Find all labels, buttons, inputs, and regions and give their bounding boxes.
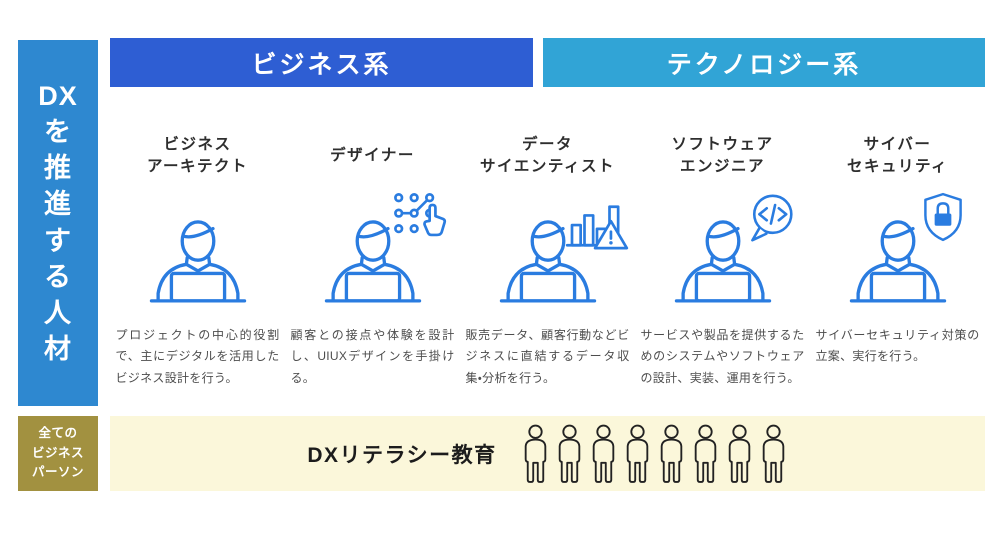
sidebar-char: 進 <box>44 189 72 220</box>
standing-person-icon <box>694 424 716 483</box>
main-area: ビジネス系 テクノロジー系 ビジネス アーキテクト プロジェクトの中心的役割で、… <box>110 38 985 389</box>
standing-person-icon <box>524 424 546 483</box>
role-columns: ビジネス アーキテクト プロジェクトの中心的役割で、主にデジタルを活用したビジネ… <box>110 133 985 389</box>
standing-person-icon <box>762 424 784 483</box>
all-business-persons-box: 全ての ビジネス パーソン <box>18 416 98 491</box>
role-description: 顧客との接点や体験を設計し、UIUXデザインを手掛ける。 <box>290 328 455 385</box>
people-row <box>521 424 788 484</box>
person-laptop-icon <box>849 220 946 303</box>
role-icon <box>460 191 635 309</box>
role-icon <box>810 191 985 309</box>
dx-literacy-label: DXリテラシー教育 <box>307 443 497 467</box>
role-column-data-scientist: データ サイエンティスト <box>460 133 635 389</box>
role-icon <box>285 191 460 309</box>
person-laptop-icon <box>499 220 596 303</box>
bar-chart-warning-icon <box>565 205 629 250</box>
role-description: プロジェクトの中心的役割で、主にデジタルを活用したビジネス設計を行う。 <box>115 328 280 385</box>
sidebar-char: る <box>44 261 72 292</box>
role-title: ビジネス アーキテクト <box>146 135 249 175</box>
role-column-business-architect: ビジネス アーキテクト プロジェクトの中心的役割で、主にデジタルを活用したビジネ… <box>110 133 285 389</box>
person-laptop-icon <box>674 220 771 303</box>
role-description: サイバーセキュリティ対策の立案、実行を行う。 <box>815 328 980 364</box>
role-column-cyber-security: サイバー セキュリティ サイバーセキュリティ対策の立案、実行を行う。 <box>810 133 985 389</box>
sidebar-char: 人 <box>44 297 72 328</box>
role-icon <box>110 191 285 309</box>
role-column-designer: デザイナー <box>285 133 460 389</box>
role-title: デザイナー <box>330 146 415 164</box>
standing-person-icon <box>728 424 750 483</box>
code-bubble-icon <box>751 194 793 242</box>
category-headers: ビジネス系 テクノロジー系 <box>110 38 985 87</box>
role-title: データ サイエンティスト <box>480 135 615 175</box>
sidebar-char: を <box>44 117 72 148</box>
role-description: 販売データ、顧客行動などビジネスに直結するデータ収集・分析を行う。 <box>465 328 630 385</box>
shield-lock-icon <box>924 192 962 242</box>
role-column-software-engineer: ソフトウェア エンジニア サー <box>635 133 810 389</box>
role-description: サービスや製品を提供するためのシステムやソフトウェアの設計、実装、運用を行う。 <box>640 328 805 385</box>
sidebar-dx-talent: DX を 推 進 す る 人 材 <box>18 40 98 406</box>
standing-person-icon <box>558 424 580 483</box>
role-title: サイバー セキュリティ <box>846 135 949 175</box>
header-technology: テクノロジー系 <box>543 38 985 87</box>
all-business-persons-line: パーソン <box>31 465 84 480</box>
role-title: ソフトウェア エンジニア <box>671 135 774 175</box>
all-business-persons-line: 全ての <box>38 426 78 441</box>
standing-person-icon <box>660 424 682 483</box>
sidebar-char: DX <box>38 81 78 112</box>
standing-person-icon <box>626 424 648 483</box>
person-laptop-icon <box>324 220 421 303</box>
sidebar-char: 推 <box>44 153 72 184</box>
header-business: ビジネス系 <box>110 38 533 87</box>
dx-literacy-bar: DXリテラシー教育 <box>110 416 985 491</box>
role-icon <box>635 191 810 309</box>
sidebar-char: 材 <box>44 333 72 364</box>
all-business-persons-line: ビジネス <box>31 445 84 460</box>
sidebar-char: す <box>44 225 72 256</box>
standing-person-icon <box>592 424 614 483</box>
design-pattern-hand-icon <box>394 193 447 237</box>
person-laptop-icon <box>149 220 246 303</box>
